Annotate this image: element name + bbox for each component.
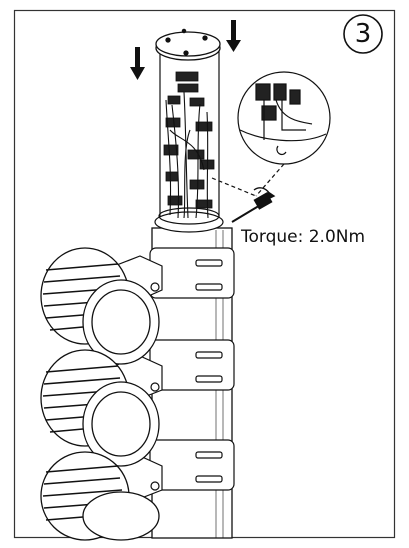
screwdriver-icon [231,187,276,223]
down-arrow-icon [226,20,241,52]
magnifier-callout [211,71,331,197]
torque-annotation: Torque: 2.0Nm [241,227,366,247]
step-number-circle [343,14,383,54]
top-cap [155,28,221,61]
terminal-blocks [163,71,215,209]
wires [165,91,209,219]
down-arrow-icon [130,47,145,80]
floodlight [40,451,160,541]
floodlight [40,247,160,365]
wiring-tube [154,50,224,233]
floodlight [40,349,160,467]
